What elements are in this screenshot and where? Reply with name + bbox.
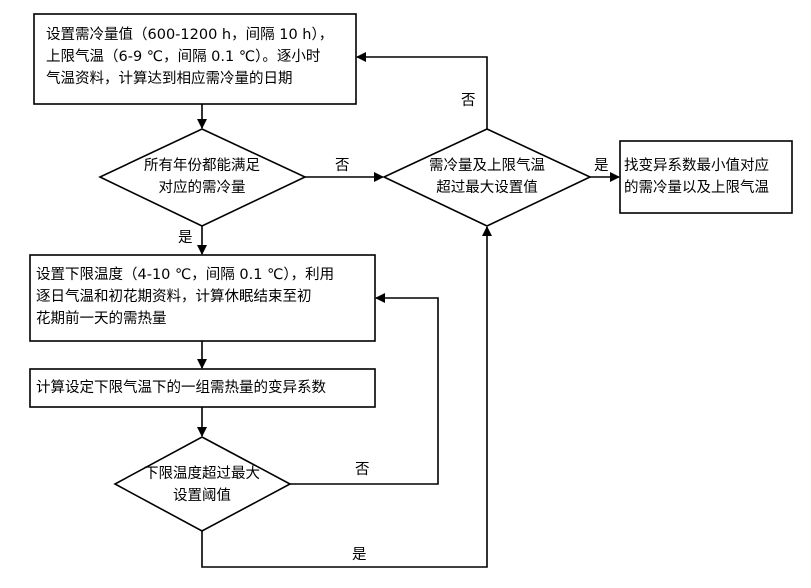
label-decision1-no: 否 [335, 158, 350, 174]
step2-text: 设置下限温度（4-10 ℃，间隔 0.1 ℃），利用 逐日气温和初花期资料，计算… [36, 264, 374, 330]
result-line2: 的需冷量以及上限气温 [624, 180, 769, 196]
decision1-text: 所有年份都能满足 对应的需冷量 [120, 155, 284, 199]
result-text: 找变异系数最小值对应 的需冷量以及上限气温 [624, 155, 792, 199]
label-decision3-no: 否 [355, 462, 370, 478]
label-decision2-no: 否 [461, 93, 476, 109]
decision3-line2: 设置阈值 [173, 488, 231, 504]
arrow-decision3-no [290, 293, 439, 485]
decision3-text: 下限温度超过最大 设置阈值 [128, 463, 276, 507]
step1-text: 设置需冷量值（600-1200 h，间隔 10 h）， 上限气温（6-9 ℃，间… [46, 24, 352, 90]
step1-line3: 气温资料，计算达到相应需冷量的日期 [46, 71, 293, 87]
arrow-decision2-no [356, 52, 488, 129]
step2-line1: 设置下限温度（4-10 ℃，间隔 0.1 ℃），利用 [36, 267, 335, 283]
label-decision3-yes: 是 [352, 547, 367, 563]
step1-line1: 设置需冷量值（600-1200 h，间隔 10 h）， [46, 27, 334, 43]
label-decision1-yes: 是 [178, 230, 193, 246]
arrow-decision3-yes [201, 226, 492, 568]
decision1-line2: 对应的需冷量 [158, 180, 246, 196]
decision2-line2: 超过最大设置值 [436, 180, 538, 196]
result-box [619, 140, 793, 214]
step2-line2: 逐日气温和初花期资料，计算休眠结束至初 [36, 289, 312, 305]
decision1-line1: 所有年份都能满足 [144, 158, 260, 174]
step3-line1: 计算设定下限气温下的一组需热量的变异系数 [36, 380, 326, 396]
step3-text: 计算设定下限气温下的一组需热量的变异系数 [36, 377, 374, 399]
decision3-line1: 下限温度超过最大 [144, 466, 260, 482]
step2-line3: 花期前一天的需热量 [36, 311, 167, 327]
decision2-text: 需冷量及上限气温 超过最大设置值 [405, 155, 569, 199]
label-decision2-yes: 是 [594, 158, 609, 174]
decision2-line1: 需冷量及上限气温 [429, 158, 545, 174]
step1-line2: 上限气温（6-9 ℃，间隔 0.1 ℃）。逐小时 [46, 49, 321, 65]
result-line1: 找变异系数最小值对应 [624, 158, 769, 174]
